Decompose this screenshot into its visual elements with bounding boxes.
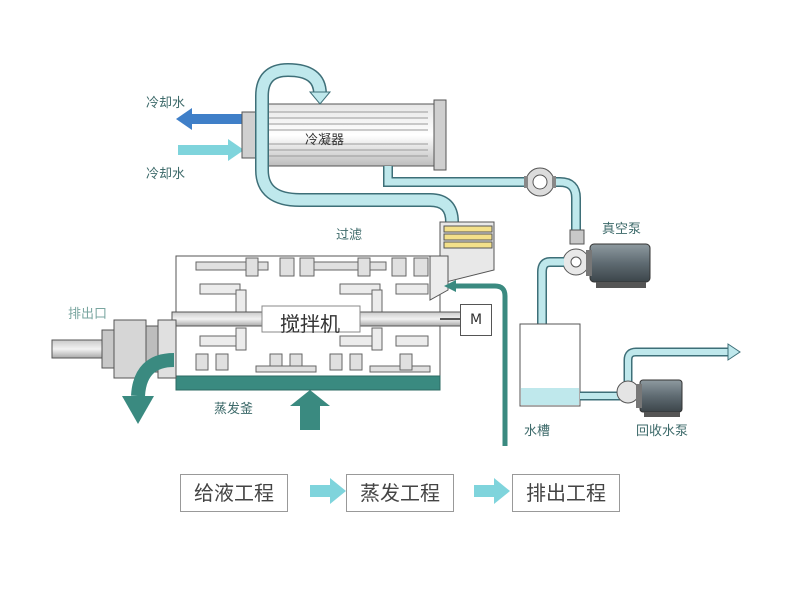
process-step-evaporation: 蒸发工程	[346, 474, 454, 512]
vacuum-valve	[524, 167, 556, 197]
condenser	[241, 99, 447, 171]
vapor-inlet-arrow	[308, 91, 332, 105]
evaporator-vessel	[171, 255, 463, 391]
filter	[439, 221, 495, 283]
recovery-outlet-pipe	[623, 347, 730, 384]
recovery-pump-label: 回收水泵	[636, 424, 689, 439]
vacuum-pump	[562, 229, 651, 288]
vacuum-pump-label: 真空泵	[602, 222, 642, 237]
process-step-feed: 给液工程	[180, 474, 288, 512]
discharge-arrow	[131, 353, 175, 397]
filter-label: 过滤	[336, 228, 363, 243]
process-step-discharge: 排出工程	[512, 474, 620, 512]
feed-line	[454, 283, 508, 446]
mixer-label: 搅拌机	[280, 312, 340, 336]
condenser-label: 冷凝器	[305, 133, 345, 148]
discharge-port-label: 排出口	[68, 307, 108, 322]
cooling-water-out-arrow	[176, 108, 242, 130]
step-arrow-1	[310, 478, 346, 504]
step-arrow-2	[474, 478, 510, 504]
cooling-water-out-label: 冷却水	[146, 96, 186, 111]
cooling-water-in-label: 冷却水	[146, 167, 186, 182]
water-tank-label: 水槽	[524, 424, 551, 439]
heat-input-arrow	[290, 390, 330, 430]
water-tank	[519, 323, 581, 407]
cooling-water-in-arrow	[178, 139, 244, 161]
mixer-label-plate	[261, 305, 361, 333]
evaporator-label: 蒸发釜	[214, 402, 254, 417]
recovery-outlet-arrow	[727, 343, 741, 361]
motor: M	[460, 304, 492, 336]
recovery-pump	[616, 379, 683, 417]
